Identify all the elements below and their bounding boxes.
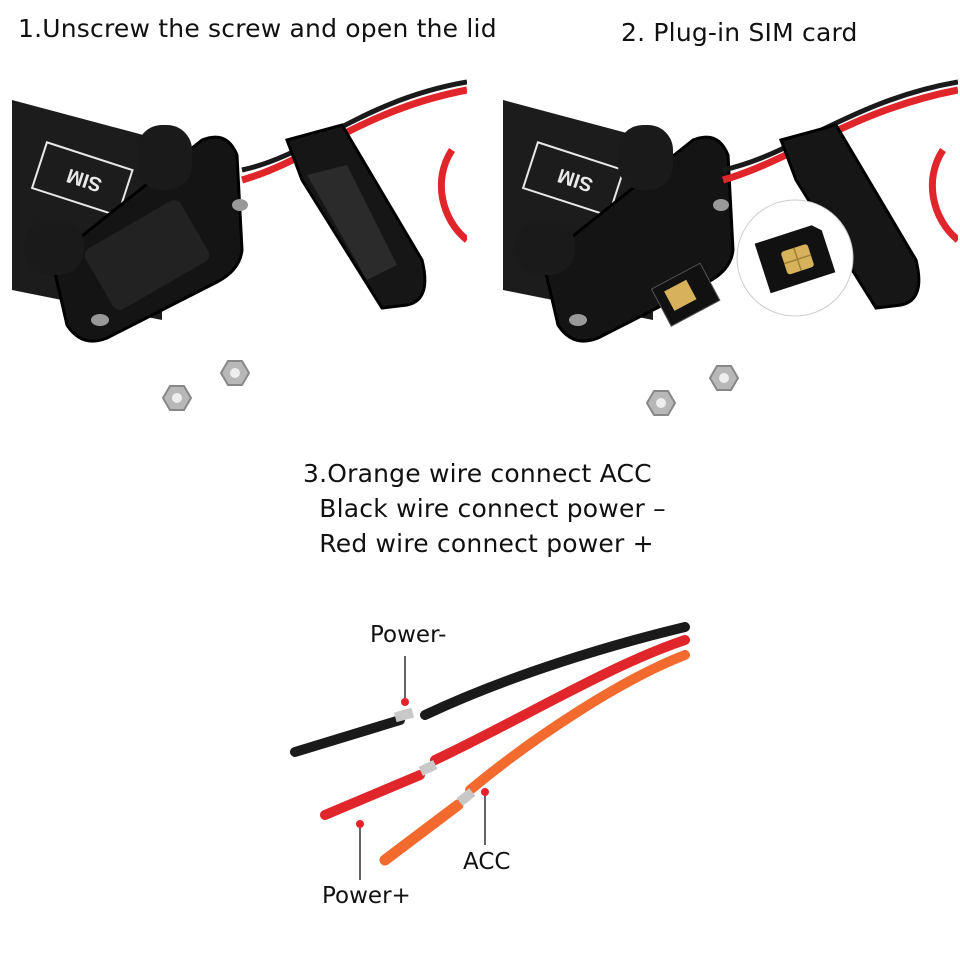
nut xyxy=(161,385,193,411)
power-plus-label: Power+ xyxy=(322,883,411,909)
red-wire xyxy=(430,635,690,765)
power-minus-label: Power- xyxy=(370,622,447,648)
nut xyxy=(219,360,251,386)
black-wire xyxy=(420,622,690,720)
inserted-sim-card xyxy=(650,262,721,327)
step-3-line-2: Black wire connect power – xyxy=(303,494,666,523)
acc-label: ACC xyxy=(463,849,511,875)
open-lid-photo: SIM xyxy=(12,70,467,450)
power-minus-marker xyxy=(401,698,409,706)
step-3-line-3: Red wire connect power + xyxy=(303,529,654,558)
step-2-caption: 2. Plug-in SIM card xyxy=(621,18,858,47)
acc-marker xyxy=(481,788,489,796)
step-1-caption: 1.Unscrew the screw and open the lid xyxy=(18,14,497,43)
step-3-line-1: 3.Orange wire connect ACC xyxy=(303,459,652,488)
sim-card-icon xyxy=(736,199,854,317)
plug-sim-photo: SIM xyxy=(503,70,958,450)
orange-wire xyxy=(465,650,690,795)
step-3-caption: 3.Orange wire connect ACC Black wire con… xyxy=(303,456,666,561)
wires-photo xyxy=(230,570,690,930)
power-plus-marker xyxy=(356,820,364,828)
